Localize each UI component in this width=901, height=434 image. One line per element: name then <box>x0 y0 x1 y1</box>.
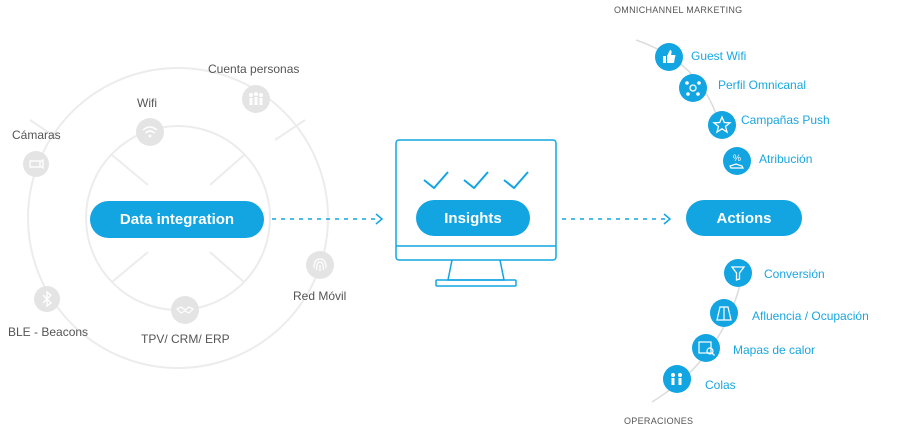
source-label-red-movil: Red Móvil <box>293 289 347 303</box>
action-label-colas: Colas <box>705 378 736 392</box>
action-label-afluencia-ocupacion: Afluencia / Ocupación <box>752 309 869 323</box>
source-label-cuenta-personas: Cuenta personas <box>208 62 300 76</box>
action-label-campanas-push: Campañas Push <box>741 113 830 127</box>
source-label-camaras: Cámaras <box>12 128 61 142</box>
source-label-wifi: Wifi <box>137 96 157 110</box>
action-label-mapas-de-calor: Mapas de calor <box>733 343 816 357</box>
handshake-icon <box>171 296 199 324</box>
queue-icon <box>663 365 691 393</box>
people-count-icon <box>242 85 270 113</box>
data-integration-pill: Data integration <box>90 201 264 238</box>
star-icon <box>708 111 736 139</box>
heatmap-icon <box>692 334 720 362</box>
percent-hand-icon: % <box>723 147 751 175</box>
camera-icon <box>23 151 49 177</box>
section-operaciones: OPERACIONES <box>624 416 694 426</box>
actions-pill: Actions <box>686 200 802 236</box>
funnel-icon <box>724 259 752 287</box>
thumbs-up-icon <box>655 43 683 71</box>
action-label-guest-wifi: Guest Wifi <box>691 49 747 63</box>
arrow-insights-to-actions <box>562 213 672 225</box>
fingerprint-icon <box>306 251 334 279</box>
action-label-perfil-omnicanal: Perfil Omnicanal <box>718 78 807 92</box>
source-label-ble-beacons: BLE - Beacons <box>8 325 89 339</box>
action-label-conversion: Conversión <box>764 267 825 281</box>
building-icon <box>710 299 738 327</box>
source-label-tpv-crm-erp: TPV/ CRM/ ERP <box>141 332 230 346</box>
arrow-integration-to-insights <box>272 213 384 225</box>
svg-text:%: % <box>733 153 741 163</box>
wifi-icon <box>136 118 164 146</box>
insights-pill: Insights <box>416 200 530 236</box>
profile-network-icon <box>679 74 707 102</box>
monitor-icon <box>395 139 557 287</box>
section-omnichannel-marketing: OMNICHANNEL MARKETING <box>614 5 743 15</box>
action-label-atribucion: Atribución <box>759 152 813 166</box>
bluetooth-icon <box>34 286 60 312</box>
